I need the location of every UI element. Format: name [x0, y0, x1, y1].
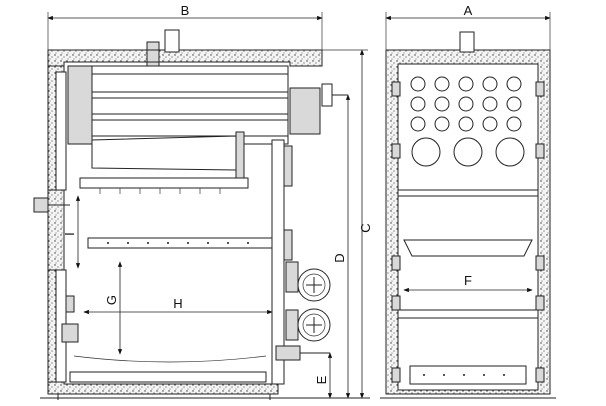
middle-grate-bar — [87, 237, 273, 249]
fan-lower — [285, 308, 331, 342]
label-g: G — [104, 295, 119, 305]
rear-flue-box — [289, 87, 321, 135]
label-b: B — [181, 3, 190, 18]
label-e: E — [314, 375, 329, 384]
front-middle-grate — [403, 239, 533, 257]
door-handle — [33, 197, 49, 213]
upper-grate — [79, 177, 249, 189]
flue-stack — [164, 29, 180, 53]
side-casing-insulation — [47, 49, 323, 395]
ash-pan — [69, 371, 267, 383]
fan-upper — [285, 261, 331, 302]
label-i: I — [62, 232, 77, 236]
front-smoke-box — [67, 65, 93, 145]
fire-tubes-small — [410, 76, 522, 132]
side-view — [33, 29, 348, 400]
rear-water-jacket — [271, 139, 285, 385]
label-f: F — [464, 273, 472, 288]
dimension-lines — [40, 12, 556, 399]
rear-flue-outlet — [321, 83, 333, 107]
return-pipe — [275, 345, 301, 361]
front-ash-pan — [409, 365, 527, 385]
label-a: A — [464, 3, 473, 18]
heat-exchanger-body — [67, 65, 289, 145]
label-c: C — [358, 223, 373, 232]
front-view — [385, 31, 551, 395]
front-inner-shell — [397, 63, 539, 391]
fire-tubes-large — [411, 137, 525, 167]
lower-door-latch — [61, 323, 79, 343]
label-h: H — [173, 296, 182, 311]
upper-door — [55, 71, 67, 191]
combustion-baffle — [91, 135, 237, 171]
front-flue-stack — [459, 31, 475, 53]
label-d: D — [332, 253, 347, 262]
